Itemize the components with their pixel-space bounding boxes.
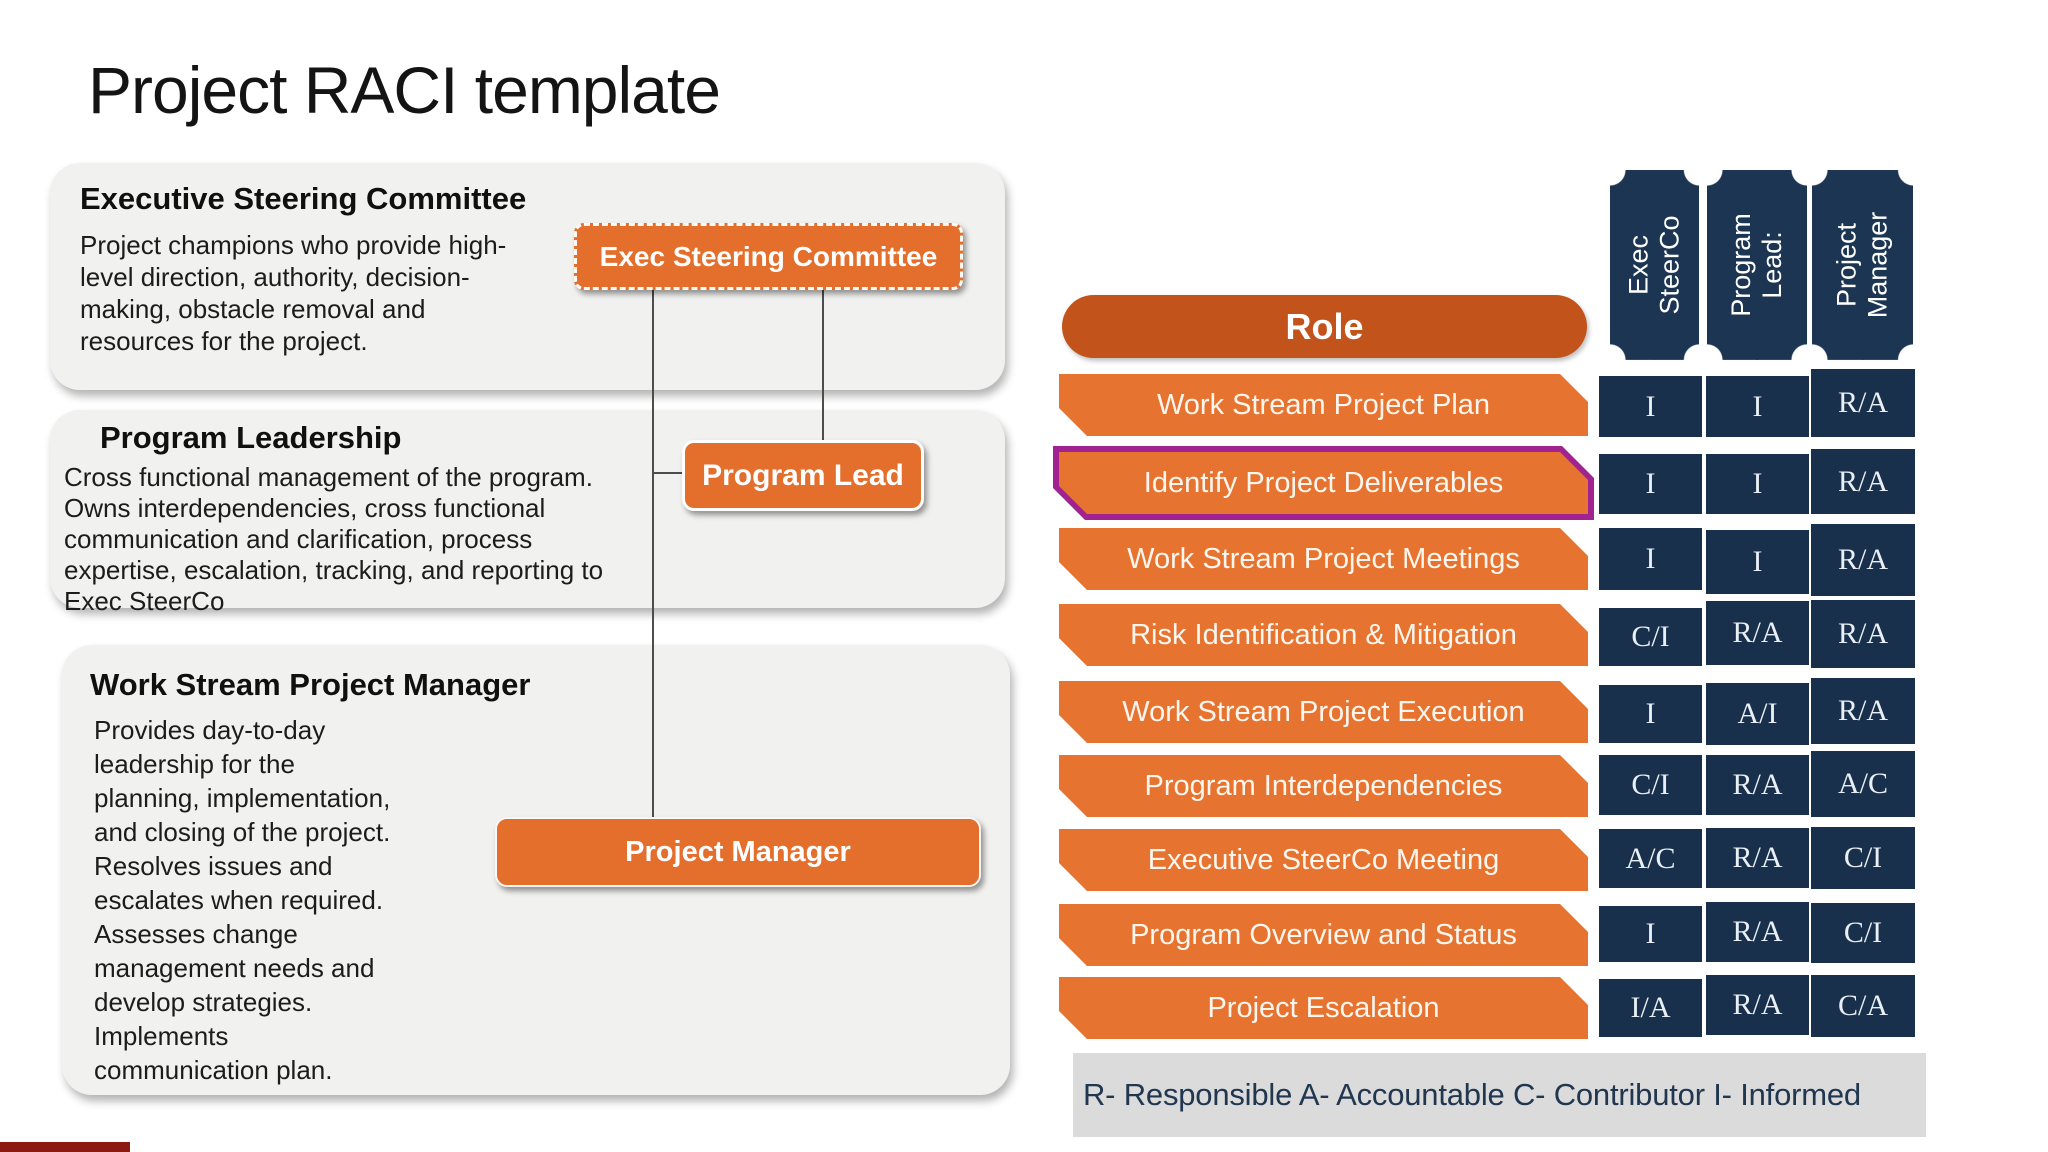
- connector-exec-to-manager-vertical: [652, 284, 654, 817]
- matrix-cell: C/A: [1811, 975, 1915, 1037]
- matrix-cell: R/A: [1706, 902, 1809, 962]
- matrix-column-header-program-lead: Program Lead:: [1707, 170, 1807, 360]
- matrix-cell: R/A: [1706, 828, 1809, 888]
- matrix-cell: I: [1706, 376, 1809, 437]
- info-box-work-stream-project-manager: Work Stream Project Manager Provides day…: [62, 645, 1010, 1095]
- matrix-cell: R/A: [1706, 601, 1809, 665]
- matrix-cell: A/C: [1811, 751, 1915, 817]
- matrix-row-label: Program Overview and Status: [1059, 904, 1588, 966]
- matrix-cell: R/A: [1811, 600, 1915, 668]
- column-header-label: Exec SteerCo: [1623, 215, 1685, 315]
- info-box-body: Provides day-to-day leadership for the p…: [94, 715, 391, 1085]
- org-node-program-lead: Program Lead: [682, 440, 924, 511]
- matrix-cell: I: [1599, 685, 1702, 743]
- matrix-cell: I: [1599, 376, 1702, 437]
- connector-exec-to-program-lead-vertical: [822, 284, 824, 440]
- legend-bar: R- Responsible A- Accountable C- Contrib…: [1073, 1053, 1926, 1137]
- matrix-cell: I: [1706, 530, 1809, 594]
- matrix-row-label: Work Stream Project Execution: [1059, 681, 1588, 743]
- matrix-row-label: Executive SteerCo Meeting: [1059, 829, 1588, 891]
- org-node-exec-steering-committee: Exec Steering Committee: [574, 223, 963, 290]
- info-box-title: Work Stream Project Manager: [90, 667, 531, 702]
- matrix-cell: I: [1599, 528, 1702, 590]
- matrix-column-header-project-manager: Project Manager: [1812, 170, 1913, 360]
- matrix-row-label: Risk Identification & Mitigation: [1059, 604, 1588, 666]
- org-node-label: Project Manager: [625, 835, 851, 868]
- info-box-title: Executive Steering Committee: [80, 181, 527, 216]
- matrix-cell: C/I: [1811, 903, 1915, 963]
- connector-jog-to-program-lead: [652, 472, 682, 474]
- progress-bar-fragment: [0, 1142, 130, 1152]
- matrix-cell: I: [1706, 454, 1809, 514]
- matrix-cell: R/A: [1811, 449, 1915, 514]
- matrix-row-label: Project Escalation: [1059, 977, 1588, 1039]
- matrix-cell: I: [1599, 454, 1702, 514]
- page-title: Project RACI template: [88, 53, 721, 127]
- column-header-label: Program Lead:: [1726, 213, 1787, 317]
- matrix-row-label: Work Stream Project Plan: [1059, 374, 1588, 436]
- matrix-cell: C/I: [1811, 827, 1915, 889]
- org-node-label: Program Lead: [702, 458, 904, 492]
- matrix-row-label: Program Interdependencies: [1059, 755, 1588, 817]
- matrix-cell: R/A: [1811, 524, 1915, 596]
- matrix-cell: I: [1599, 906, 1702, 962]
- org-node-label: Exec Steering Committee: [599, 240, 938, 272]
- matrix-cell: I/A: [1599, 979, 1702, 1037]
- matrix-cell: A/C: [1599, 829, 1702, 888]
- matrix-cell: R/A: [1706, 975, 1809, 1035]
- matrix-role-header: Role: [1062, 295, 1587, 358]
- org-node-project-manager: Project Manager: [495, 817, 981, 887]
- matrix-row-label: Work Stream Project Meetings: [1059, 528, 1588, 590]
- legend-text: R- Responsible A- Accountable C- Contrib…: [1083, 1077, 1861, 1112]
- info-box-body: Project champions who provide high- leve…: [80, 230, 507, 356]
- matrix-cell: R/A: [1811, 678, 1915, 744]
- matrix-column-header-exec-steerco: Exec SteerCo: [1610, 170, 1699, 360]
- matrix-row-label-highlighted: Identify Project Deliverables: [1059, 452, 1588, 514]
- matrix-cell: R/A: [1706, 755, 1809, 815]
- matrix-cell: C/I: [1599, 608, 1702, 666]
- info-box-title: Program Leadership: [100, 420, 402, 455]
- matrix-cell: A/I: [1706, 683, 1809, 745]
- matrix-cell: R/A: [1811, 369, 1915, 437]
- column-header-label: Project Manager: [1831, 211, 1893, 319]
- matrix-cell: C/I: [1599, 755, 1702, 815]
- info-box-body: Cross functional management of the progr…: [64, 462, 604, 616]
